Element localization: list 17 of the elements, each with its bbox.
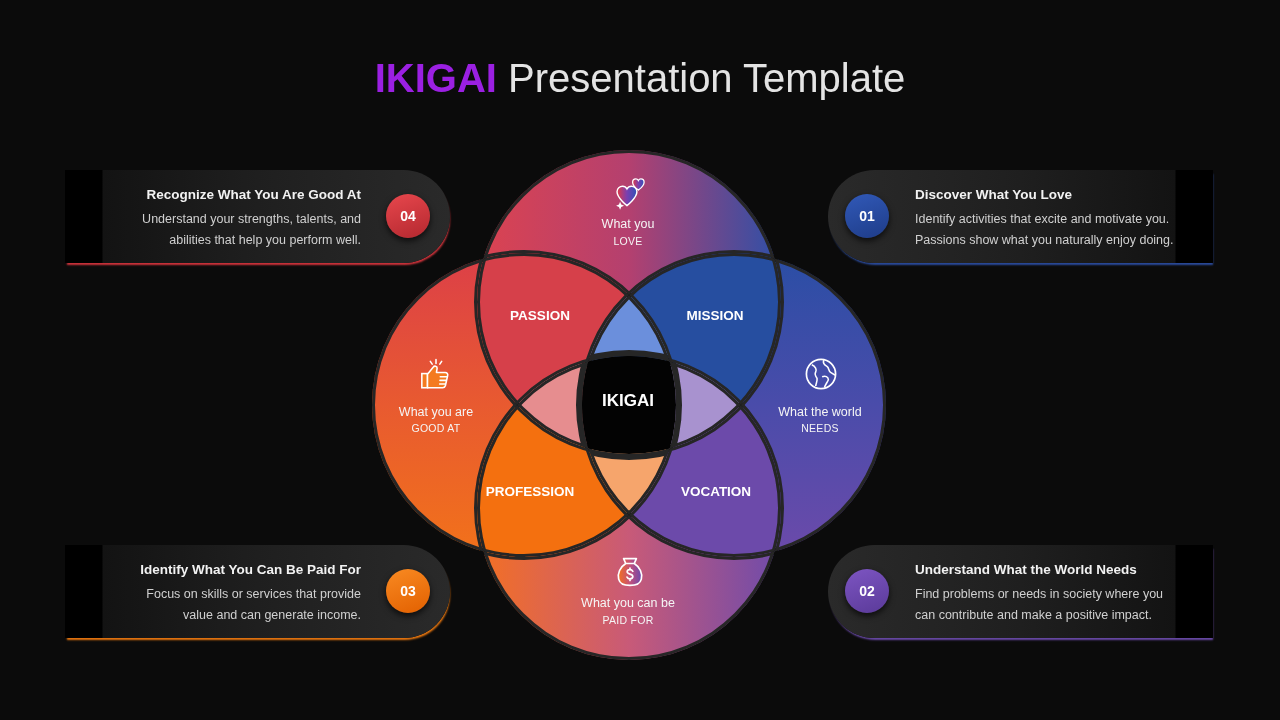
card-description: Understand your strengths, talents, and abilities that help you perform well. <box>141 211 361 249</box>
card-description: Focus on skills or services that provide value and can generate income. <box>145 586 361 624</box>
card-description: Find problems or needs in society where you can contribute and make a positive impact. <box>915 586 1165 624</box>
circle-label: What you are <box>398 404 474 420</box>
circle-sublabel: GOOD AT <box>411 421 461 435</box>
card-heading: Identify What You Can Be Paid For <box>140 562 361 578</box>
circle-sublabel: NEEDS <box>801 421 839 435</box>
card-heading: Discover What You Love <box>915 187 1073 203</box>
circle-sublabel: LOVE <box>613 234 643 248</box>
circle-sublabel: PAID FOR <box>602 613 654 627</box>
circle-label: What you <box>601 216 655 232</box>
card-description: Identify activities that excite and motivate you. Passions show what you naturally enjoy doing. <box>915 211 1175 249</box>
circle-label: What you can be <box>581 595 675 611</box>
card-heading: Recognize What You Are Good At <box>146 187 361 203</box>
slide-title: IKIGAI Presentation Template <box>374 55 906 102</box>
card-heading: Understand What the World Needs <box>915 562 1137 578</box>
circle-label: What the world <box>778 404 862 420</box>
